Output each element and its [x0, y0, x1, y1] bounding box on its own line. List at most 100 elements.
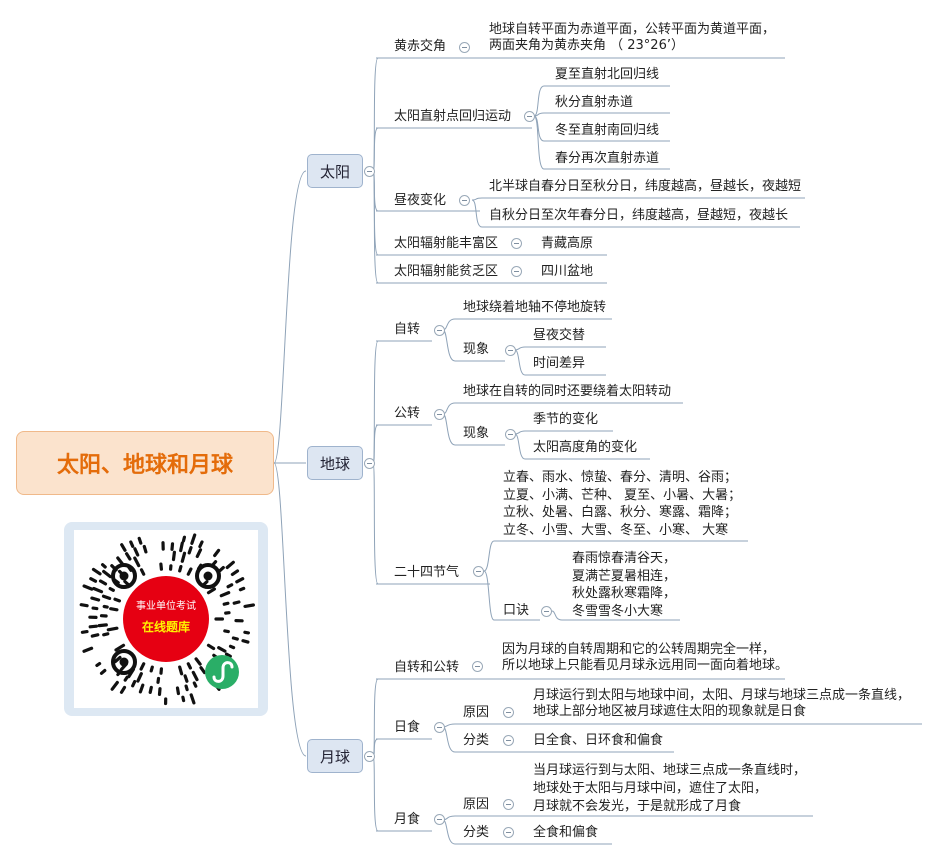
- radiation-rich-value[interactable]: 青藏高原: [541, 236, 594, 251]
- qr-dot: [139, 568, 146, 576]
- topic-moon[interactable]: 月球: [307, 739, 363, 773]
- subsolar-item[interactable]: 夏至直射北回归线: [555, 67, 660, 82]
- topic-moon-label: 月球: [319, 747, 350, 766]
- subsolar-item[interactable]: 春分再次直射赤道: [555, 151, 660, 166]
- qr-dot: [232, 600, 241, 605]
- qr-dot: [101, 594, 112, 601]
- collapse-moon-icon[interactable]: [364, 751, 375, 762]
- qr-dot: [92, 586, 104, 594]
- revolution-phen-item[interactable]: 季节的变化: [533, 412, 599, 427]
- collapse-solar-eclipse-icon[interactable]: [434, 722, 445, 733]
- node-mnemonic[interactable]: 口诀: [503, 603, 530, 618]
- qr-code[interactable]: 事业单位考试 在线题库: [74, 530, 258, 708]
- qr-dot: [106, 626, 119, 632]
- node-revolution[interactable]: 公转: [394, 406, 421, 421]
- solar-cause-text[interactable]: 月球运行到太阳与地球中间，太阳、月球与地球三点成一条直线， 地球上部分地区被月球…: [533, 688, 911, 719]
- collapse-revolution-phen-icon[interactable]: [505, 429, 516, 440]
- qr-dot: [192, 681, 198, 688]
- collapse-lunar-cause-icon[interactable]: [503, 799, 514, 810]
- solar-terms-list[interactable]: 立春、雨水、惊蛰、春分、清明、谷雨； 立夏、小满、芒种、 夏至、小暑、大暑； 立…: [503, 470, 742, 538]
- qr-dot: [157, 687, 162, 696]
- root-topic[interactable]: 太阳、地球和月球: [16, 431, 274, 495]
- qr-dot: [91, 606, 99, 611]
- moon-rotrev-text[interactable]: 因为月球的自转周期和它的公转周期完全一样， 所以地球上只能看见月球永远用同一面向…: [502, 642, 789, 673]
- mnemonic-text[interactable]: 春雨惊春清谷天， 夏满芒夏暑相连， 秋处露秋寒霜降， 冬雪雪冬小大寒: [572, 551, 677, 619]
- collapse-poor-icon[interactable]: [511, 266, 522, 277]
- subsolar-item[interactable]: 冬至直射南回归线: [555, 123, 660, 138]
- qr-dot: [226, 583, 234, 589]
- qr-dot: [159, 562, 164, 571]
- solar-type-text[interactable]: 日全食、日环食和偏食: [533, 733, 664, 748]
- collapse-rich-icon[interactable]: [511, 238, 522, 249]
- revolution-desc[interactable]: 地球在自转的同时还要绕着太阳转动: [463, 384, 672, 399]
- collapse-terms-icon[interactable]: [473, 566, 484, 577]
- lunar-type-text[interactable]: 全食和偏食: [533, 825, 599, 840]
- collapse-rotation-icon[interactable]: [434, 325, 445, 336]
- revolution-phen-item[interactable]: 太阳高度角的变化: [533, 440, 638, 455]
- solar-type-label[interactable]: 分类: [463, 733, 490, 748]
- node-rotation[interactable]: 自转: [394, 322, 421, 337]
- qr-finder-ring: [195, 563, 221, 589]
- collapse-daynight-icon[interactable]: [459, 195, 470, 206]
- collapse-lunar-type-icon[interactable]: [503, 827, 514, 838]
- node-daynight[interactable]: 昼夜变化: [394, 193, 447, 208]
- qr-dot: [149, 665, 154, 673]
- node-ecliptic-text[interactable]: 地球自转平面为赤道平面，公转平面为黄道平面， 两面夹角为黄赤夹角 （ 23°26…: [489, 22, 776, 53]
- node-moon-rotrev[interactable]: 自转和公转: [394, 660, 460, 675]
- rotation-phen-item[interactable]: 时间差异: [533, 356, 586, 371]
- qr-dot: [120, 543, 127, 552]
- collapse-sun-icon[interactable]: [364, 166, 375, 177]
- qr-dot: [113, 597, 122, 603]
- lunar-type-label[interactable]: 分类: [463, 825, 490, 840]
- radiation-poor-value[interactable]: 四川盆地: [541, 264, 594, 279]
- qr-dot: [178, 665, 184, 676]
- rotation-desc[interactable]: 地球绕着地轴不停地旋转: [463, 300, 607, 315]
- qr-dot: [102, 569, 112, 579]
- qr-dot: [243, 630, 250, 635]
- qr-dot: [131, 680, 137, 688]
- subsolar-item[interactable]: 秋分直射赤道: [555, 95, 634, 110]
- qr-dot: [243, 603, 255, 609]
- daynight-item[interactable]: 北半球自春分日至秋分日，纬度越高，昼越长，夜越短: [489, 179, 802, 194]
- collapse-solar-cause-icon[interactable]: [503, 707, 514, 718]
- qr-dot: [108, 586, 115, 592]
- lunar-cause-label[interactable]: 原因: [463, 797, 490, 812]
- collapse-mnemonic-icon[interactable]: [541, 606, 552, 617]
- collapse-rotrev-icon[interactable]: [472, 661, 483, 672]
- rotation-phenomena[interactable]: 现象: [463, 342, 490, 357]
- node-radiation-poor[interactable]: 太阳辐射能贫乏区: [394, 264, 499, 279]
- rotation-phen-item[interactable]: 昼夜交替: [533, 328, 586, 343]
- qr-dot: [194, 657, 202, 666]
- qr-dot: [82, 584, 94, 591]
- lunar-cause-text[interactable]: 当月球运行到与太阳、地球三点成一条直线时， 地球处于太阳与月球中间，遮住了太阳，…: [533, 763, 807, 814]
- qr-dot: [231, 636, 239, 641]
- qr-dot: [102, 604, 109, 609]
- root-topic-label: 太阳、地球和月球: [56, 453, 233, 478]
- collapse-earth-icon[interactable]: [364, 458, 375, 469]
- node-subsolar[interactable]: 太阳直射点回归运动: [394, 109, 512, 124]
- solar-cause-label[interactable]: 原因: [463, 705, 490, 720]
- node-ecliptic[interactable]: 黄赤交角: [394, 39, 447, 54]
- collapse-rotation-phen-icon[interactable]: [505, 345, 516, 356]
- collapse-solar-type-icon[interactable]: [503, 735, 514, 746]
- topic-sun[interactable]: 太阳: [307, 154, 363, 188]
- daynight-item[interactable]: 自秋分日至次年春分日，纬度越高，昼越短，夜越长: [489, 208, 789, 223]
- qr-dot: [142, 544, 148, 554]
- topic-earth[interactable]: 地球: [307, 446, 363, 480]
- qr-dot: [180, 551, 187, 563]
- node-radiation-rich[interactable]: 太阳辐射能丰富区: [394, 236, 499, 251]
- collapse-lunar-eclipse-icon[interactable]: [434, 814, 445, 825]
- qr-dot: [181, 535, 187, 543]
- node-solar-eclipse[interactable]: 日食: [394, 720, 421, 735]
- qr-dot: [113, 655, 122, 664]
- node-lunar-eclipse[interactable]: 月食: [394, 812, 421, 827]
- revolution-phenomena[interactable]: 现象: [463, 426, 490, 441]
- qr-dot: [110, 680, 119, 691]
- qr-dot: [116, 556, 125, 566]
- collapse-subsolar-icon[interactable]: [524, 111, 535, 122]
- collapse-ecliptic-icon[interactable]: [459, 42, 470, 53]
- collapse-revolution-icon[interactable]: [434, 409, 445, 420]
- node-solar-terms[interactable]: 二十四节气: [394, 565, 460, 580]
- qr-dot: [114, 643, 126, 652]
